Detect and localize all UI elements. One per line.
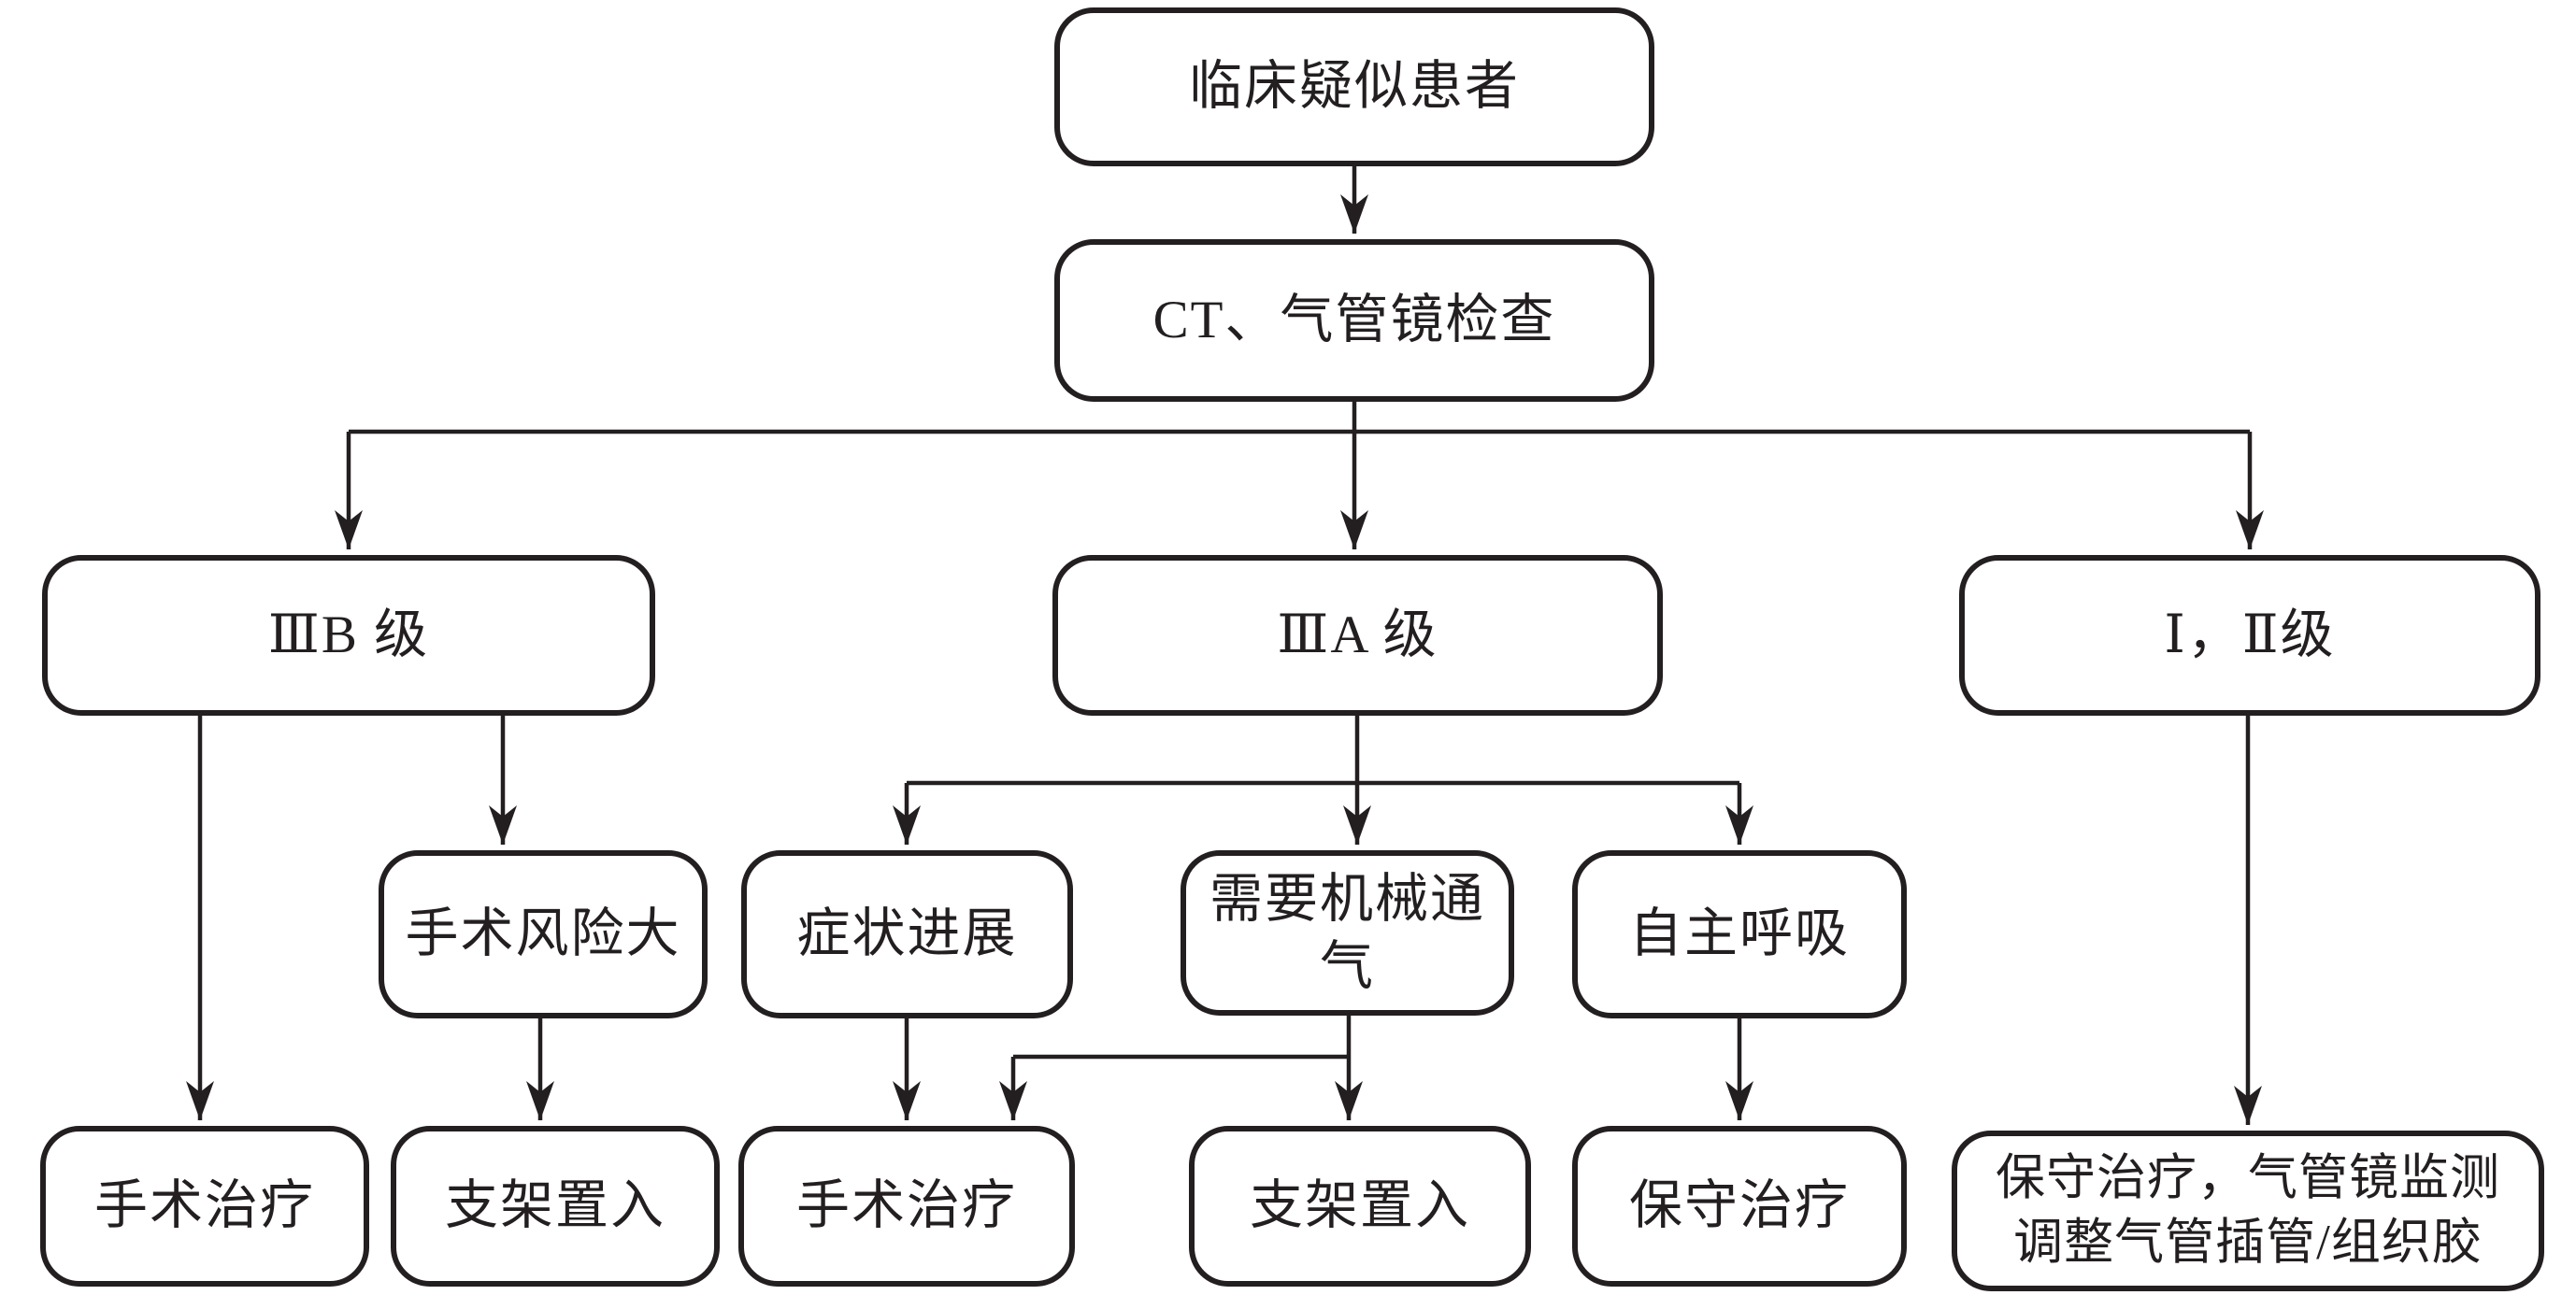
node-ct-bronchoscopy: CT、气管镜检查 <box>1054 239 1654 402</box>
node-symptom-progression: 症状进展 <box>741 850 1073 1018</box>
node-spontaneous-breath: 自主呼吸 <box>1572 850 1907 1018</box>
node-need-ventilation: 需要机械通气 <box>1181 850 1514 1016</box>
node-label: 临床疑似患者 <box>1189 57 1520 117</box>
node-suspected-patient: 临床疑似患者 <box>1054 7 1654 166</box>
node-conservative-right: 保守治疗，气管镜监测 调整气管插管/组织胶 <box>1952 1131 2544 1291</box>
node-label: 自主呼吸 <box>1629 904 1850 964</box>
node-label: 支架置入 <box>445 1176 665 1236</box>
node-label: 手术风险大 <box>405 904 681 964</box>
node-surgery-mid: 手术治疗 <box>738 1126 1075 1287</box>
node-label: 支架置入 <box>1250 1176 1470 1236</box>
node-label: 手术治疗 <box>796 1176 1017 1236</box>
node-surgical-risk-high: 手术风险大 <box>379 850 708 1018</box>
node-label: ⅢA 级 <box>1277 605 1438 665</box>
node-grade-3a: ⅢA 级 <box>1052 555 1663 716</box>
node-label: CT、气管镜检查 <box>1152 291 1556 350</box>
node-stent-mid: 支架置入 <box>1189 1126 1531 1287</box>
node-label: 需要机械通气 <box>1209 870 1485 996</box>
node-label: 保守治疗 <box>1629 1176 1850 1236</box>
node-stent-left: 支架置入 <box>391 1126 720 1287</box>
node-label: 手术治疗 <box>94 1176 315 1236</box>
node-surgery-left: 手术治疗 <box>40 1126 369 1287</box>
node-grade-3b: ⅢB 级 <box>42 555 655 716</box>
node-grade-1-2: Ⅰ，Ⅱ级 <box>1959 555 2540 716</box>
node-conservative-mid: 保守治疗 <box>1572 1126 1907 1287</box>
node-label: 保守治疗，气管镜监测 调整气管插管/组织胶 <box>1996 1151 2500 1270</box>
node-label: 症状进展 <box>796 904 1018 964</box>
node-label: Ⅰ，Ⅱ级 <box>2164 605 2336 665</box>
node-label: ⅢB 级 <box>267 605 430 665</box>
